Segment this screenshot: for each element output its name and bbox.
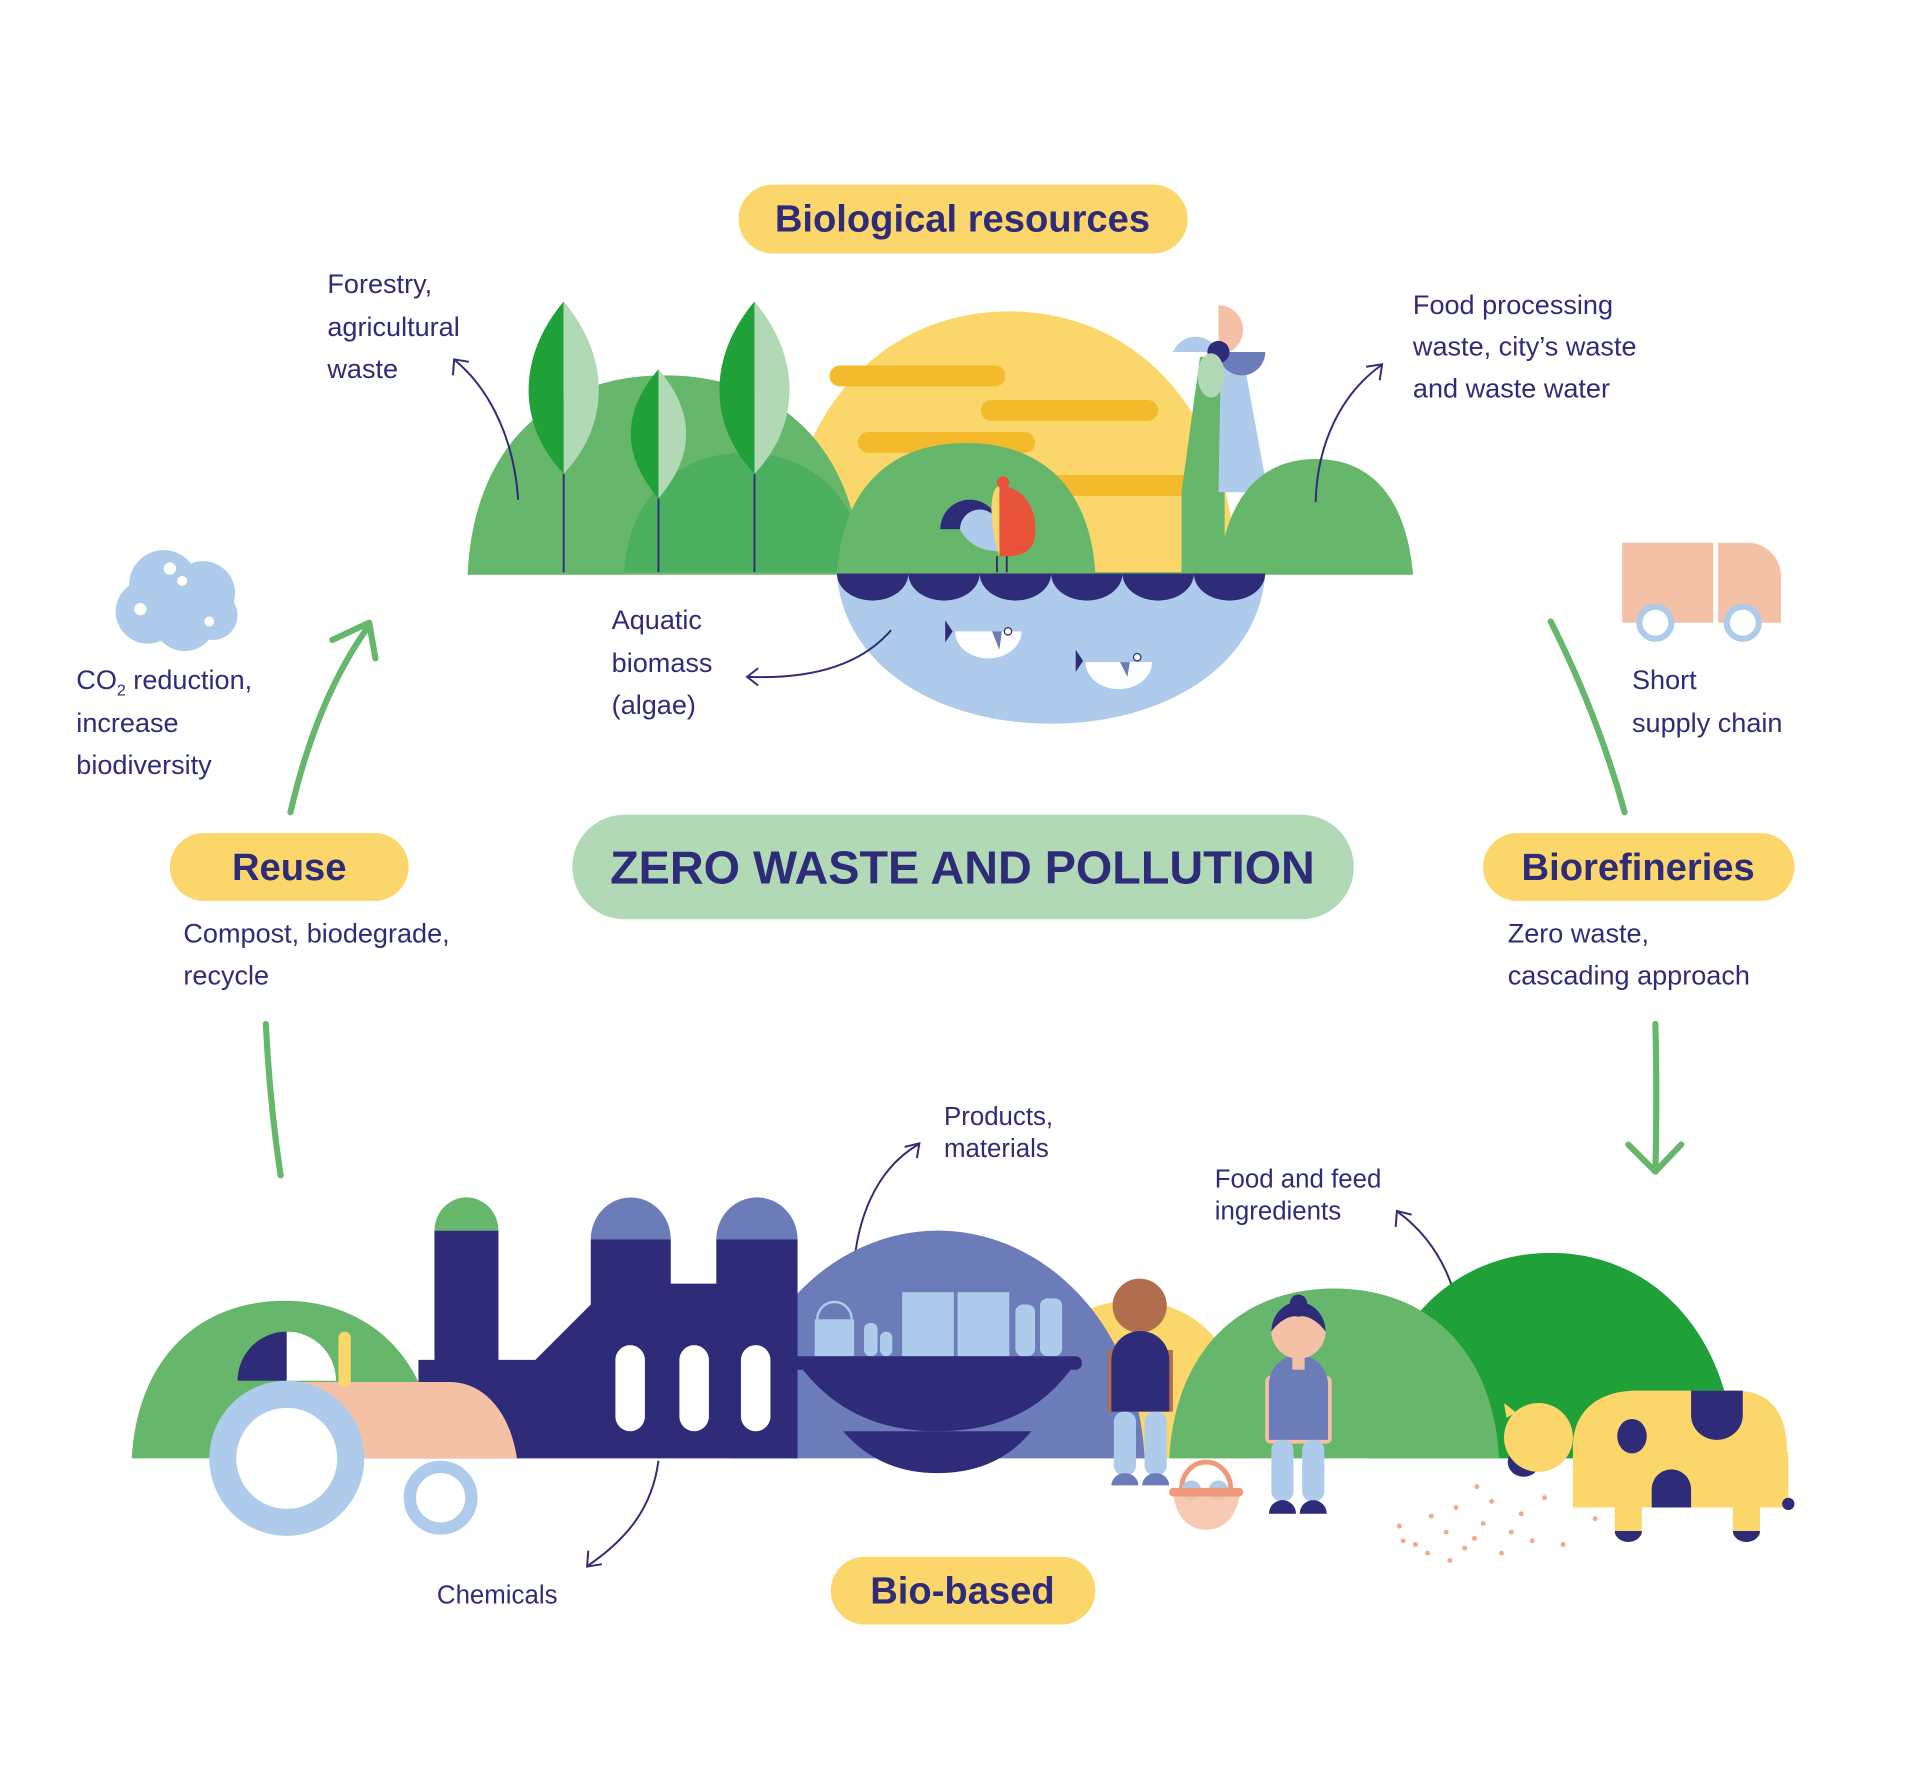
rooster-icon [940, 476, 1036, 574]
label-products: Products, materials [944, 1103, 1053, 1163]
label-forestry: Forestry, agricultural waste [326, 268, 459, 384]
waves [836, 573, 1266, 601]
basket-icon [1169, 1459, 1244, 1530]
annotation-arrow [1314, 363, 1384, 503]
label-zero-waste: Zero waste, cascading approach [1508, 918, 1750, 991]
label-aquatic: Aquatic biomass (algae) [612, 604, 713, 720]
feed-dots [1396, 1484, 1598, 1563]
label-line: and waste water [1413, 373, 1610, 404]
green-hill [624, 452, 866, 574]
label-line: Food processing [1413, 289, 1613, 320]
pill-biorefineries: Biorefineries [1483, 833, 1795, 901]
tree-icon [719, 301, 790, 574]
label-line: materials [944, 1135, 1049, 1163]
crop-row [980, 399, 1159, 421]
tree-icon [528, 301, 599, 574]
person-icon [1265, 1294, 1332, 1514]
label-short-supply: Short supply chain [1632, 664, 1782, 738]
label-line: Compost, biodegrade, [183, 918, 449, 949]
cycle-arrow-up [287, 619, 379, 816]
products-bowl-icon [791, 1292, 1082, 1474]
cycle-line-left-bottom [262, 1020, 284, 1179]
label-chemicals: Chemicals [437, 1582, 558, 1610]
label-line: agricultural [327, 311, 459, 342]
co2-rest: reduction, [126, 664, 252, 695]
annotation-arrow [745, 629, 892, 687]
crop-row [829, 365, 1006, 387]
co2-main: CO [76, 664, 117, 695]
label-line: increase [76, 707, 178, 738]
label-line: Food and feed [1215, 1166, 1382, 1194]
tractor-icon [209, 1331, 517, 1536]
label-line: recycle [183, 960, 269, 991]
pill-label: Reuse [232, 846, 346, 889]
center-title: ZERO WASTE AND POLLUTION [610, 842, 1315, 894]
label-line: biomass [612, 647, 713, 678]
label-line: Products, [944, 1103, 1053, 1131]
water-pond [836, 573, 1266, 724]
factory-icon [418, 1197, 798, 1459]
pill-label: Bio-based [870, 1570, 1054, 1613]
label-line: CO2 reduction, [76, 664, 252, 699]
label-co2: CO2 reduction, increase biodiversity [76, 664, 252, 780]
label-line: Zero waste, [1508, 918, 1649, 949]
cycle-line-right-top [1547, 618, 1628, 816]
label-food-feed: Food and feed ingredients [1215, 1166, 1382, 1226]
green-hill [1169, 1288, 1500, 1459]
label-line: waste [326, 353, 398, 384]
label-compost: Compost, biodegrade, recycle [183, 918, 449, 991]
pill-label: Biological resources [775, 197, 1150, 240]
annotation-arrow [451, 358, 520, 500]
pill-zero-waste: ZERO WASTE AND POLLUTION [572, 814, 1354, 920]
crop-row [1037, 475, 1198, 496]
cow-icon [1504, 1390, 1795, 1543]
truck-icon [1622, 542, 1781, 642]
tower [1218, 356, 1268, 493]
annotation-arrow [585, 1460, 660, 1568]
biological-resources-scene [467, 301, 1413, 724]
label-line: Short [1632, 664, 1697, 695]
label-line: ingredients [1215, 1198, 1341, 1226]
green-hill [1218, 459, 1413, 574]
label-line: biodiversity [76, 749, 212, 780]
label-line: supply chain [1632, 707, 1782, 738]
cycle-arrow-down [1625, 1020, 1685, 1175]
windmill-blade-icon [1218, 351, 1266, 376]
person-icon [1107, 1278, 1173, 1486]
fish-icon [945, 620, 1022, 659]
pill-biological-resources: Biological resources [738, 184, 1188, 254]
label-line: (algae) [612, 689, 696, 720]
co2-cloud-icon [115, 550, 238, 652]
co2-sub: 2 [117, 682, 126, 699]
windmill-blade-icon [1218, 305, 1244, 355]
bio-based-scene [131, 1197, 1795, 1563]
label-line: Aquatic [612, 604, 702, 635]
tree-icon [630, 369, 687, 574]
pill-bio-based: Bio-based [830, 1556, 1096, 1625]
windmill-blade-icon [1172, 336, 1219, 352]
pill-label: Biorefineries [1522, 846, 1755, 889]
green-slope [1181, 356, 1225, 574]
fish-icon [1075, 649, 1152, 690]
pill-reuse: Reuse [169, 833, 409, 901]
label-line: cascading approach [1508, 960, 1750, 991]
label-line: Forestry, [327, 268, 432, 299]
label-line: waste, city’s waste [1412, 331, 1637, 362]
windmill-blade-icon [1197, 353, 1225, 398]
label-food-processing: Food processing waste, city’s waste and … [1412, 289, 1637, 404]
